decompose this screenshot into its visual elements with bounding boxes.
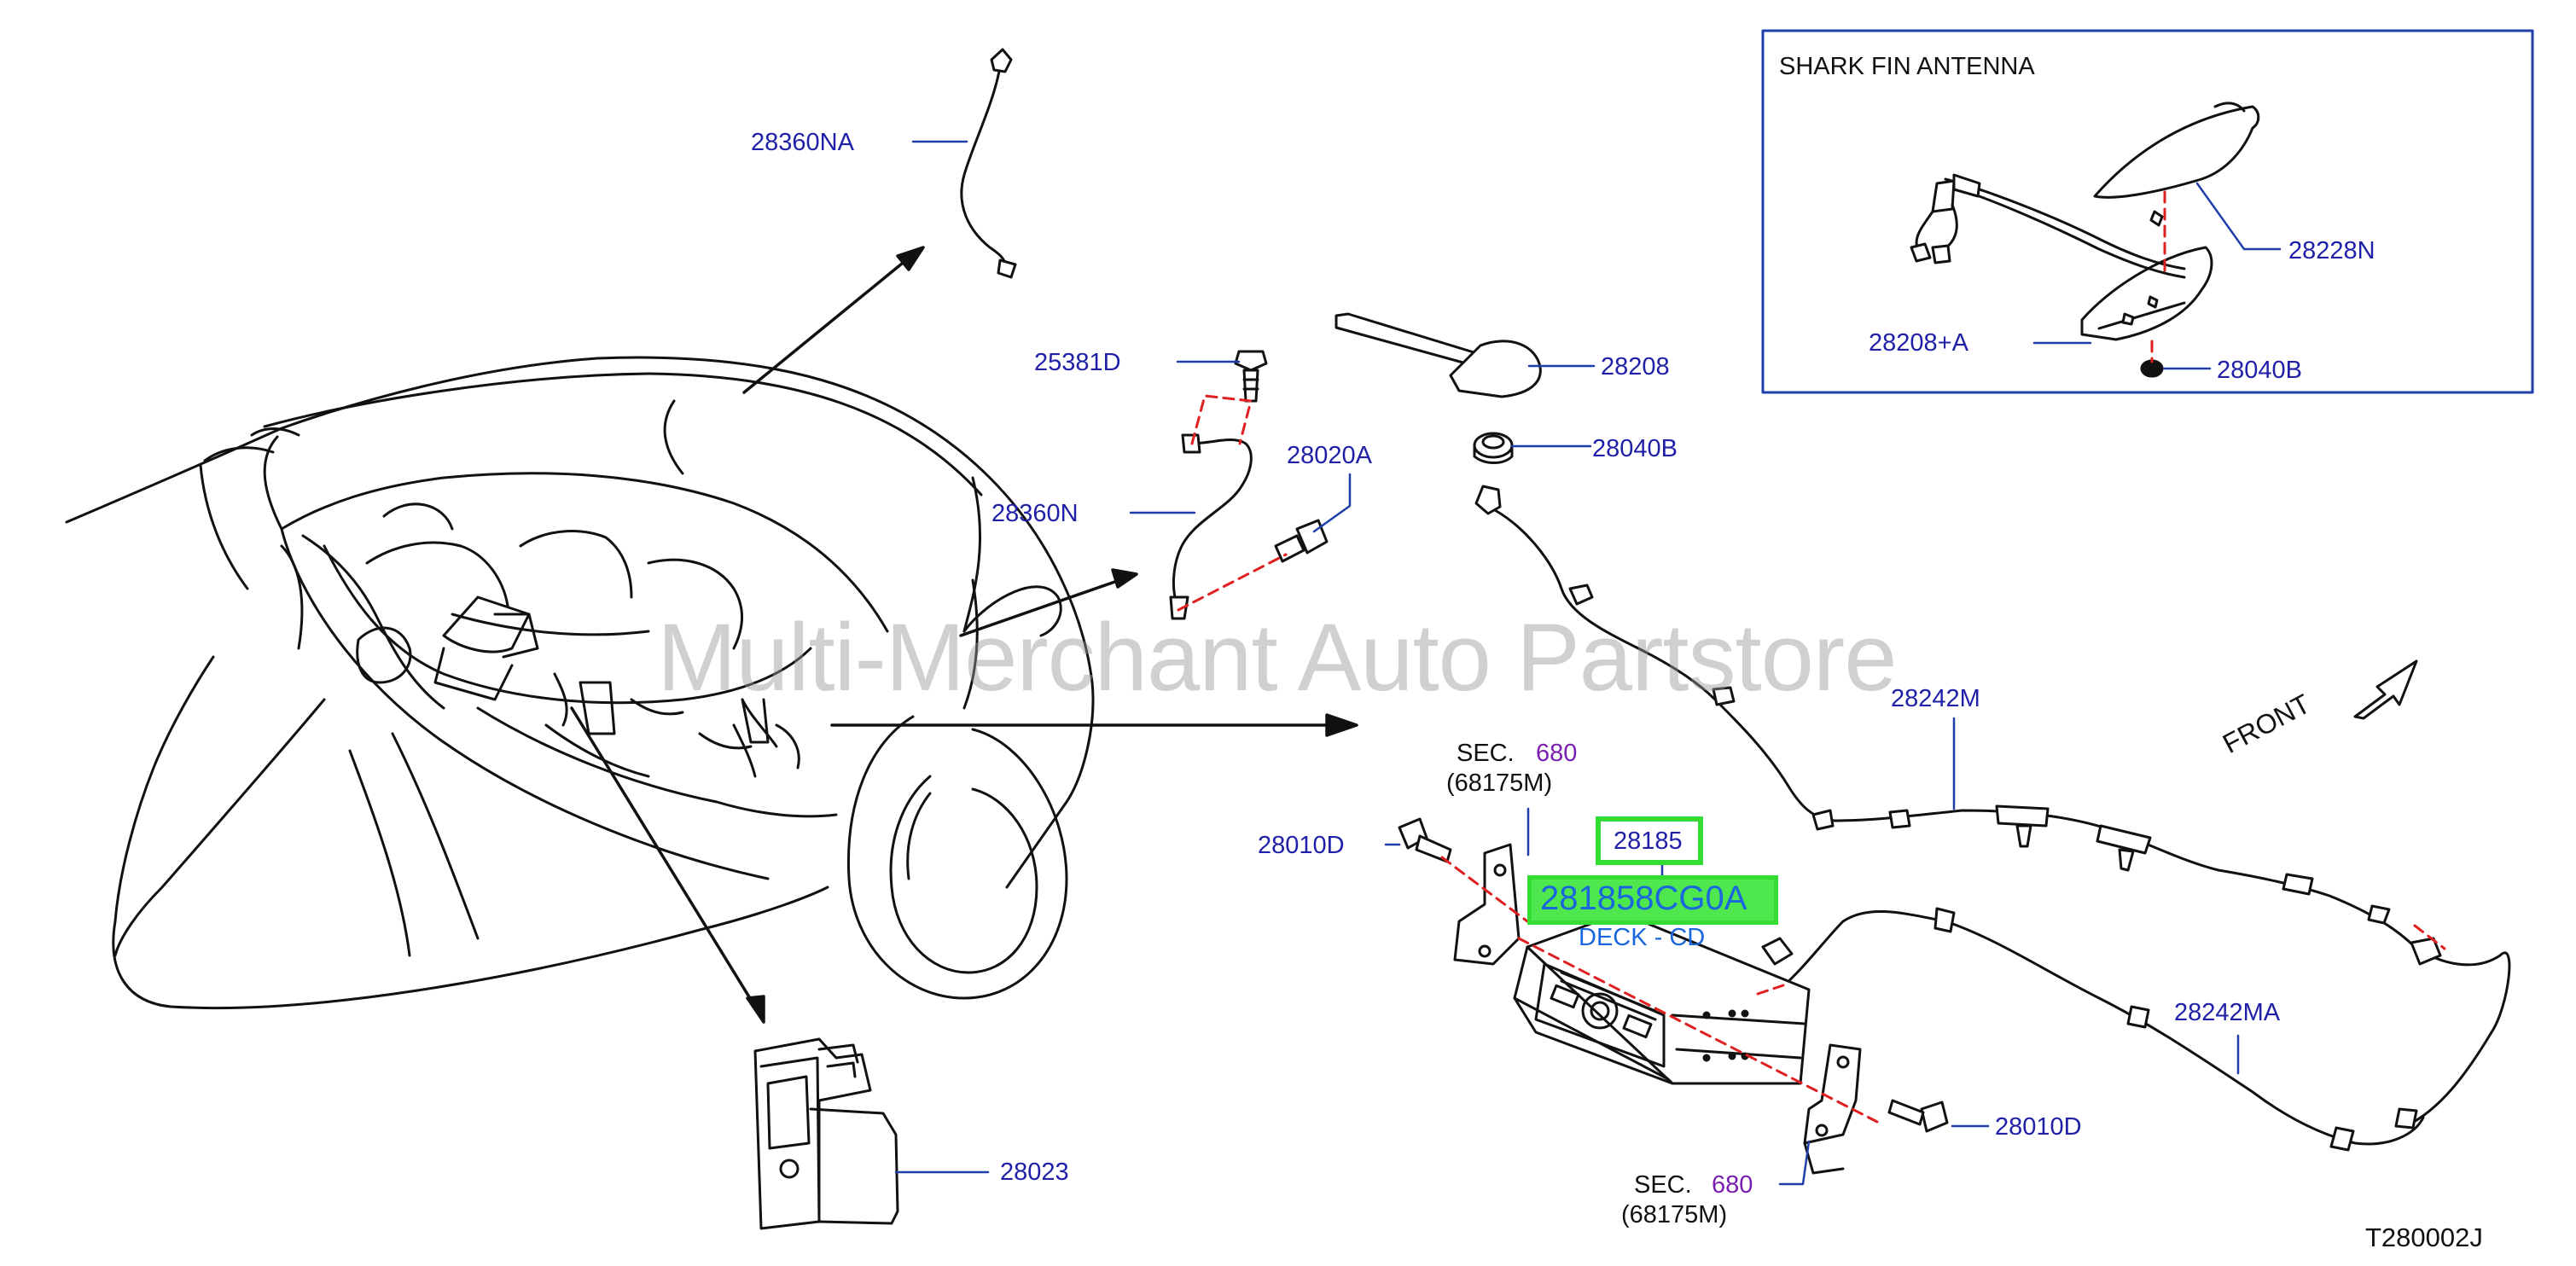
antenna-cable-28242M — [1474, 485, 2511, 1128]
sec-bottom-number[interactable]: 680 — [1712, 1171, 1753, 1199]
callout-arrows — [570, 246, 1358, 1024]
highlight-28185 — [1596, 816, 1703, 865]
inset-part-label-28040B[interactable]: 28040B — [2217, 357, 2302, 384]
watermark: Multi-Merchant Auto Partstore — [657, 604, 1897, 711]
part-label-25381D[interactable]: 25381D — [1034, 349, 1121, 376]
part-label-28185[interactable]: 28185 — [1614, 828, 1683, 855]
part-label-28360N[interactable]: 28360N — [991, 500, 1079, 527]
part-label-28208[interactable]: 28208 — [1601, 353, 1670, 380]
feeder-cable-28360NA — [960, 48, 1017, 279]
inset-leader-lines — [2032, 182, 2282, 370]
inset-part-label-28208A[interactable]: 28208+A — [1869, 329, 1968, 357]
sec-top-number[interactable]: 680 — [1536, 740, 1578, 767]
screw-25381D — [1234, 350, 1268, 403]
rod-antenna-28208 — [1335, 312, 1542, 398]
part-label-28242MA[interactable]: 28242MA — [2174, 999, 2281, 1026]
part-label-28040B[interactable]: 28040B — [1592, 435, 1678, 462]
diagram-code: T280002J — [2365, 1222, 2483, 1252]
part-label-28023[interactable]: 28023 — [1000, 1159, 1069, 1186]
antenna-cable-28242MA — [1761, 907, 2425, 1152]
sec-bottom-prefix: SEC. — [1634, 1171, 1692, 1199]
sec-bottom-ref: (68175M) — [1621, 1201, 1728, 1228]
part-label-deck-cd[interactable]: DECK - CD — [1579, 924, 1706, 951]
part-label-28020A[interactable]: 28020A — [1287, 442, 1372, 469]
vehicle-outline — [65, 356, 1095, 1010]
deck-cd-head-unit — [1513, 911, 1811, 1085]
nut-28040B — [1473, 432, 1514, 464]
alignment-dashes — [1177, 394, 2446, 1124]
sec-top-prefix: SEC. — [1457, 740, 1515, 767]
module-28023 — [753, 1037, 899, 1230]
part-label-28010D-left[interactable]: 28010D — [1258, 832, 1345, 859]
sec-top-ref: (68175M) — [1446, 769, 1553, 797]
deck-brackets — [1453, 843, 1862, 1175]
inset-alignment-dashes — [2150, 190, 2166, 363]
inset-shark-fin-antenna — [1761, 29, 2534, 394]
part-label-28010D-right[interactable]: 28010D — [1995, 1113, 2082, 1141]
inset-title: SHARK FIN ANTENNA — [1779, 53, 2035, 80]
part-label-28242M[interactable]: 28242M — [1891, 685, 1980, 712]
highlight-281858CG0A — [1527, 875, 1778, 925]
inset-part-label-28228N[interactable]: 28228N — [2288, 237, 2375, 264]
front-direction-arrow — [2353, 659, 2418, 720]
feeder-cable-28360N — [1169, 433, 1253, 620]
part-label-281858CG0A[interactable]: 281858CG0A — [1540, 880, 1747, 917]
part-label-28360NA[interactable]: 28360NA — [751, 129, 854, 156]
